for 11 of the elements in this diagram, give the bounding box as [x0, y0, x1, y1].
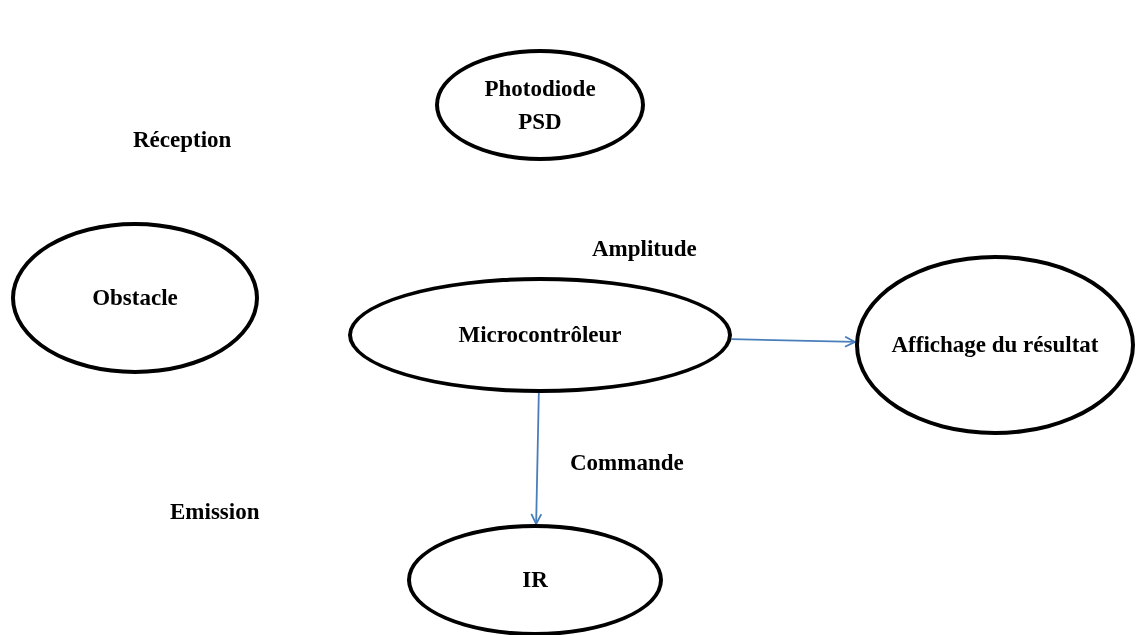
text-label: Amplitude: [592, 236, 697, 262]
node-label: IR: [522, 566, 548, 595]
text-label: Commande: [570, 450, 684, 476]
node-label: Microcontrôleur: [458, 321, 622, 350]
text-label: Emission: [170, 499, 260, 525]
text-label: Réception: [133, 127, 232, 153]
arrow: [530, 392, 543, 525]
arrow: [730, 335, 856, 348]
node-label: Obstacle: [92, 284, 178, 313]
node-label: Affichage du résultat: [891, 331, 1099, 360]
node-label: Photodiode PSD: [483, 74, 597, 136]
